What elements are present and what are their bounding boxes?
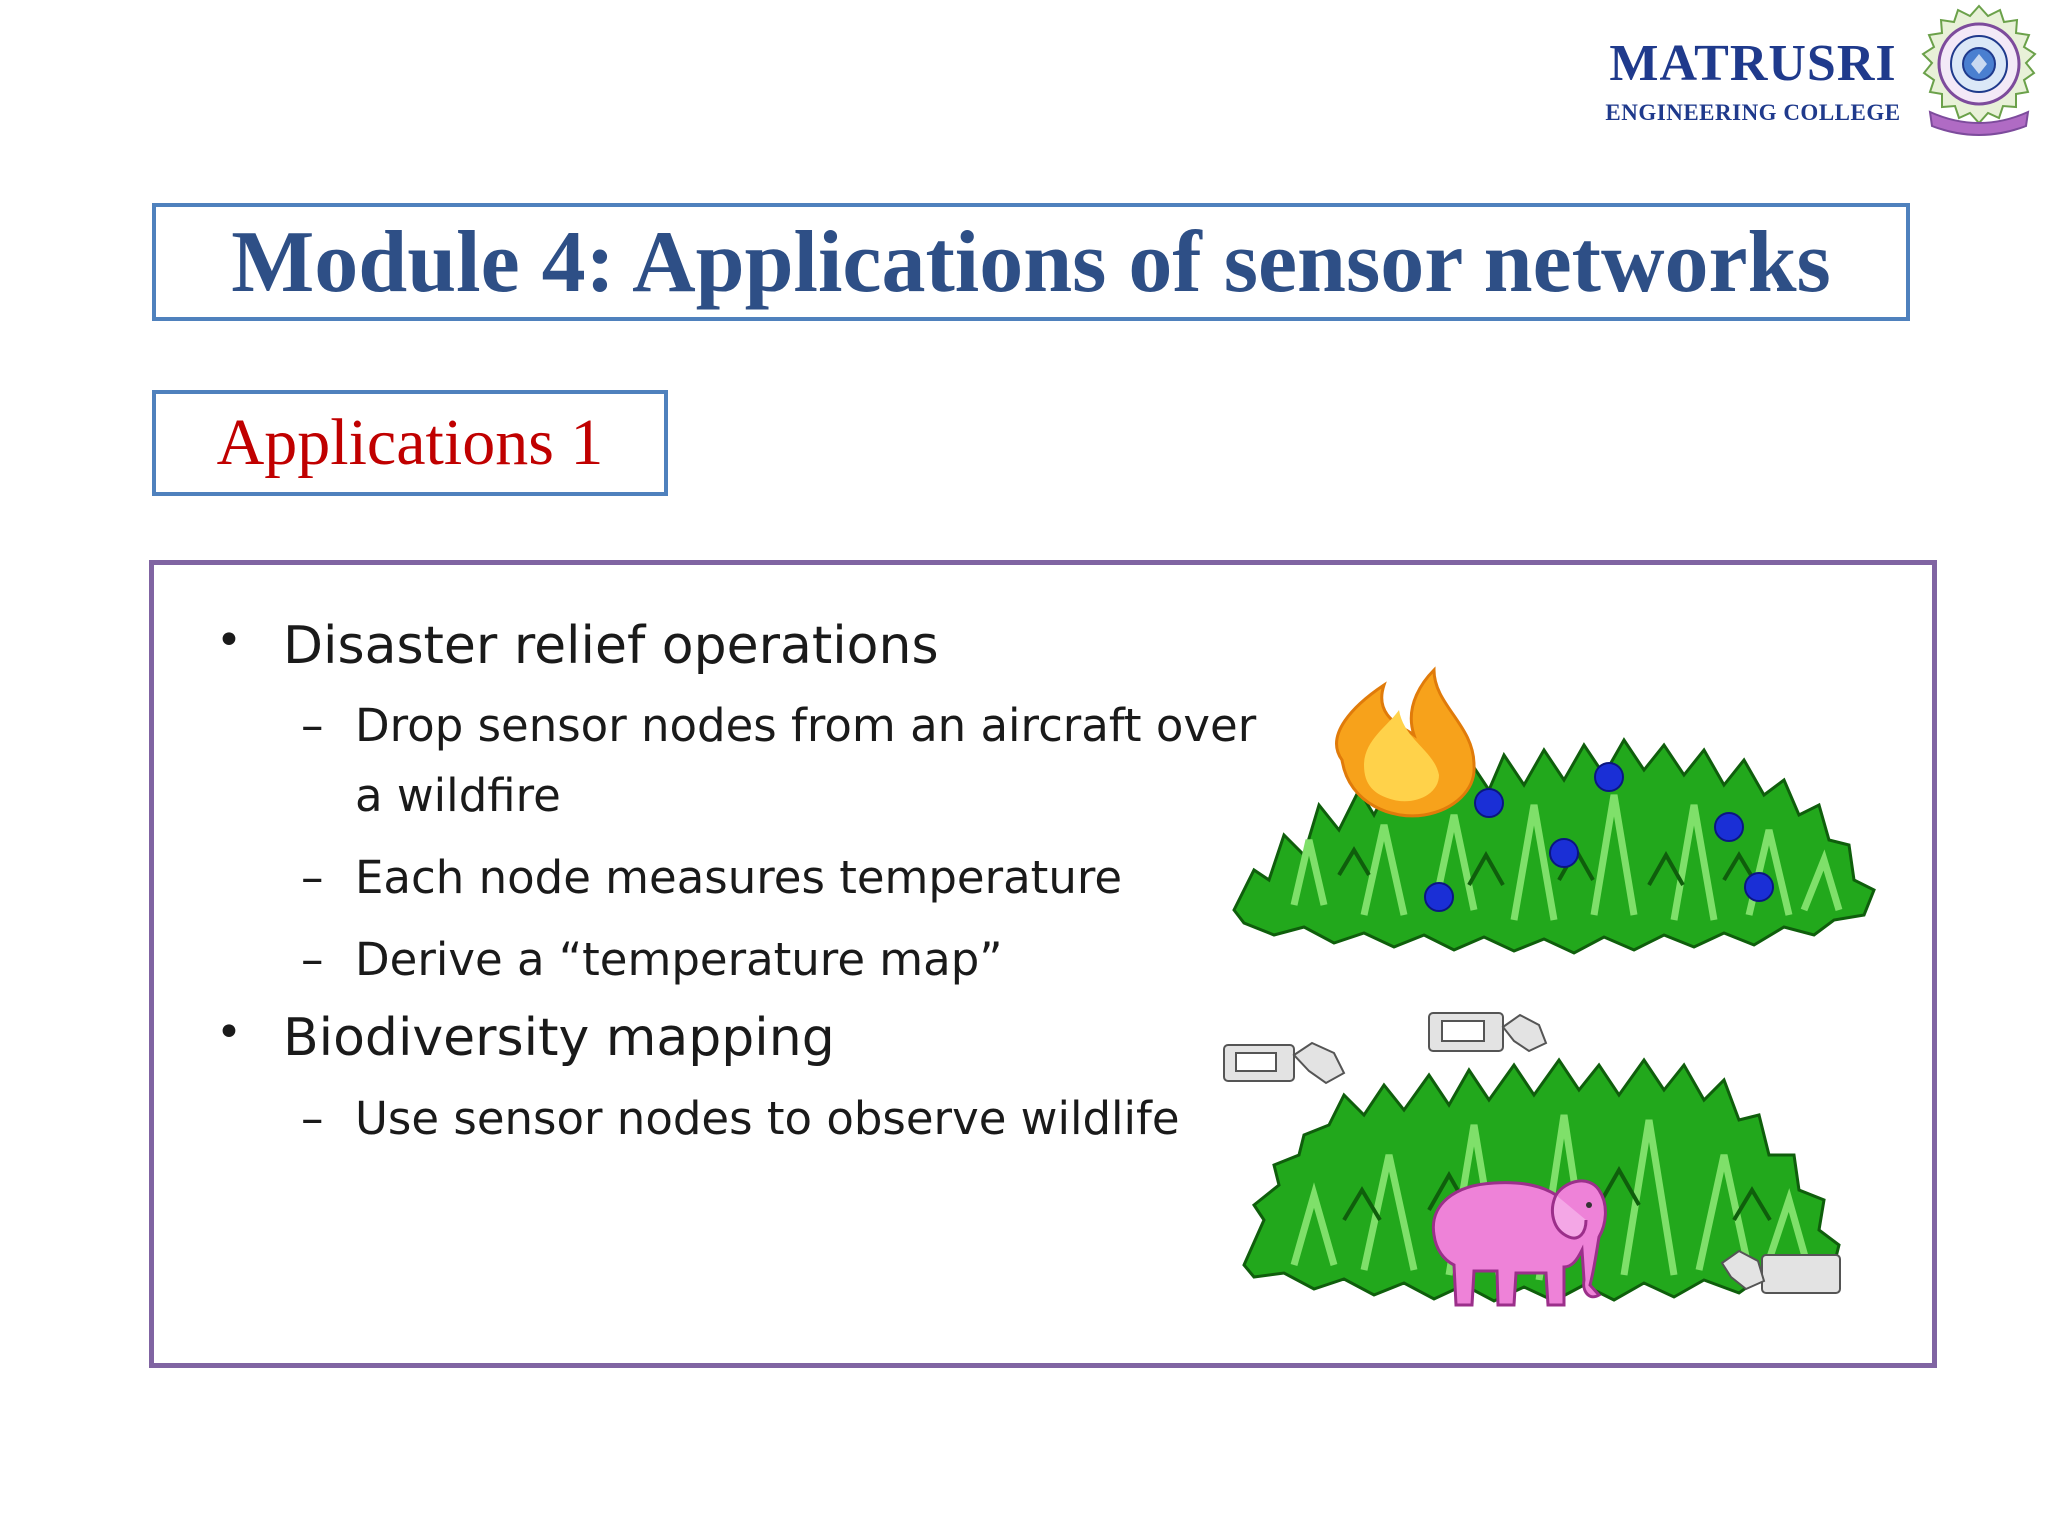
content-panel: • Disaster relief operations – Drop sens… — [149, 560, 1937, 1368]
dash-icon: – — [301, 851, 324, 905]
sub-bullet-item: – Each node measures temperature — [216, 843, 1266, 913]
college-subtitle: ENGINEERING COLLEGE — [1605, 100, 1901, 125]
bullet-text: Biodiversity mapping — [283, 1008, 835, 1069]
sensor-device-icon — [1428, 1012, 1548, 1053]
sub-bullet-text: Each node measures temperature — [355, 851, 1123, 905]
wildfire-forest-illustration — [1232, 666, 1876, 955]
bullet-text: Disaster relief operations — [283, 616, 939, 676]
dash-icon: – — [301, 1091, 324, 1145]
college-seal-icon — [1921, 4, 2037, 136]
slide-title: Module 4: Applications of sensor network… — [231, 213, 1831, 311]
dash-icon: – — [301, 699, 324, 753]
college-logo-text: MATRUSRI ENGINEERING COLLEGE — [1598, 38, 1908, 126]
sensor-device-icon — [1720, 1249, 1841, 1294]
elephant-icon — [1431, 1179, 1607, 1307]
sub-bullet-text: Derive a “temperature map” — [355, 933, 1003, 987]
bullet-item: • Disaster relief operations — [216, 615, 1266, 677]
sub-bullet-item: – Derive a “temperature map” — [216, 925, 1266, 995]
subtitle-box: Applications 1 — [152, 390, 668, 496]
college-name: MATRUSRI — [1609, 35, 1897, 92]
title-box: Module 4: Applications of sensor network… — [152, 203, 1910, 321]
sub-bullet-item: – Use sensor nodes to observe wildlife — [216, 1084, 1266, 1154]
bullet-item: • Biodiversity mapping — [216, 1007, 1266, 1069]
bullet-dot-icon: • — [216, 615, 242, 666]
wildlife-forest-illustration — [1223, 1012, 1841, 1307]
sub-bullet-text: Use sensor nodes to observe wildlife — [355, 1091, 1180, 1145]
slide-subtitle: Applications 1 — [216, 406, 604, 479]
bullet-list: • Disaster relief operations – Drop sens… — [216, 615, 1266, 1154]
sensor-device-icon — [1223, 1041, 1346, 1085]
bullet-dot-icon: • — [216, 1007, 242, 1059]
sub-bullet-text: Drop sensor nodes from an aircraft over … — [355, 699, 1257, 823]
dash-icon: – — [301, 933, 324, 987]
sub-bullet-item: – Drop sensor nodes from an aircraft ove… — [216, 691, 1266, 831]
